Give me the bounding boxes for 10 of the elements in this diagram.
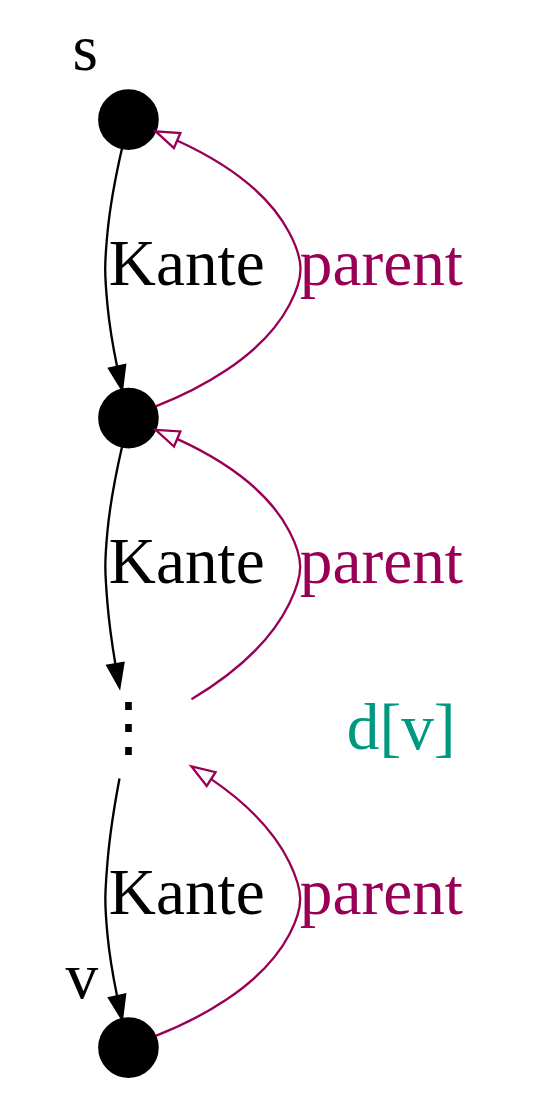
edge-label: parent: [299, 226, 463, 299]
node-text: ⋮: [95, 690, 161, 763]
edge-label: parent: [299, 525, 463, 598]
node-label: s: [72, 12, 98, 85]
node-label: v: [64, 940, 98, 1013]
edge-label: Kante: [108, 856, 265, 929]
edge-label: parent: [299, 856, 463, 929]
edge-label: Kante: [108, 226, 265, 299]
edge-label: Kante: [108, 525, 265, 598]
label: d[v]: [346, 690, 456, 763]
